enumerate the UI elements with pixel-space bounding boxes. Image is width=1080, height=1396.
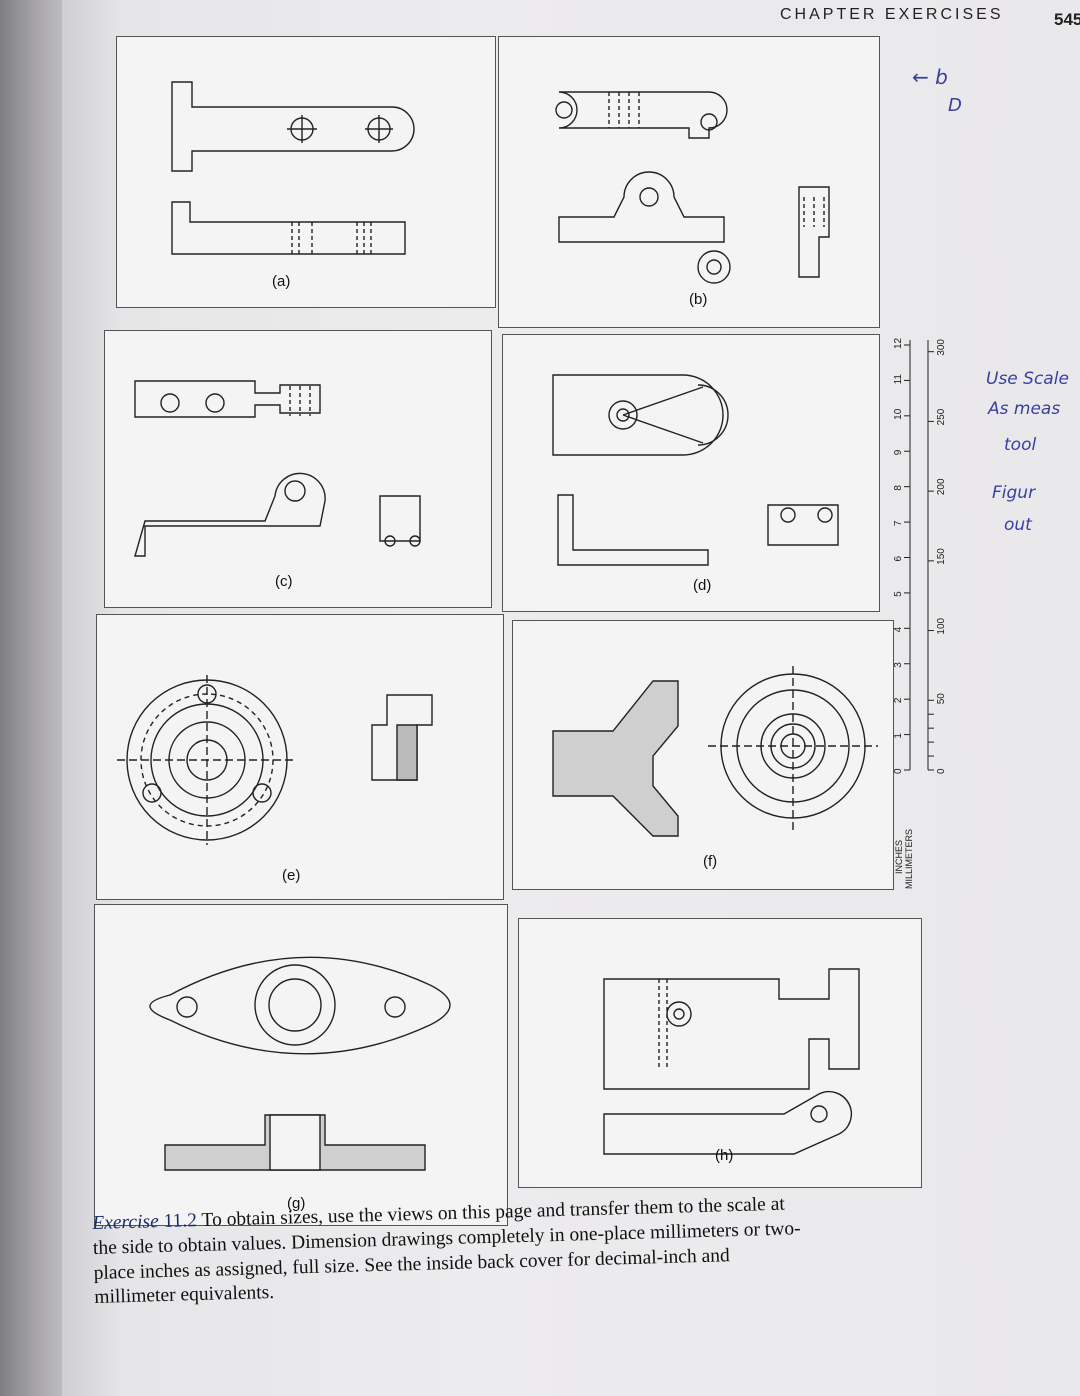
mm-tick-label: 200 — [936, 478, 947, 495]
inch-tick-label: 11 — [893, 374, 904, 385]
inch-tick-label: 9 — [893, 449, 904, 455]
drawing-d — [552, 374, 839, 566]
panel-label-d: (d) — [693, 577, 712, 594]
exercise-caption: Exercise 11.2 To obtain sizes, use the v… — [92, 1192, 814, 1311]
mm-tick-label: 50 — [936, 693, 947, 705]
inch-tick-label: 3 — [893, 662, 904, 668]
handwritten-note-top-2: D — [948, 95, 962, 116]
handwritten-side-note-4: Figur — [992, 483, 1036, 503]
chapter-header: CHAPTER EXERCISES — [780, 6, 1004, 23]
panel-c: (c) — [104, 330, 492, 608]
drawing-g — [149, 956, 451, 1171]
mm-tick-label: 250 — [936, 408, 947, 425]
drawing-h — [603, 968, 860, 1155]
handwritten-side-note-5: out — [1004, 515, 1032, 535]
inch-tick-label: 2 — [893, 697, 904, 703]
panel-f: (f) — [512, 620, 894, 890]
panel-a: (a) — [116, 36, 496, 308]
inch-tick-label: 5 — [893, 591, 904, 597]
inch-tick-label: 1 — [893, 733, 904, 739]
inch-tick-label: 8 — [893, 485, 904, 491]
mm-tick-label: 100 — [936, 617, 947, 634]
handwritten-side-note-2: As meas — [988, 399, 1061, 419]
inch-tick-label: 10 — [893, 408, 904, 420]
panel-label-a: (a) — [272, 273, 291, 290]
exercise-text: To obtain sizes, use the views on this p… — [92, 1193, 801, 1309]
page-number: 545 — [1054, 10, 1080, 29]
panel-label-e: (e) — [282, 867, 301, 884]
drawing-e — [117, 675, 433, 845]
drawing-b — [555, 91, 830, 284]
scale-inches-label: INCHES — [894, 840, 904, 874]
scale-mm-label: MILLIMETERS — [904, 829, 914, 889]
panel-label-h: (h) — [715, 1147, 734, 1164]
handwritten-side-note-3: tool — [1004, 435, 1037, 455]
panel-label-c: (c) — [275, 573, 293, 590]
inch-tick-label: 0 — [893, 768, 904, 774]
mm-tick-label: 300 — [936, 339, 947, 356]
panel-label-f: (f) — [703, 853, 718, 870]
panel-g: (g) — [94, 904, 508, 1226]
mm-tick-label: 150 — [936, 548, 947, 565]
book-gutter — [0, 0, 62, 1396]
panel-h: (h) — [518, 918, 922, 1188]
panel-label-g: (g) — [287, 1195, 306, 1212]
exercise-word: Exercise — [92, 1211, 159, 1234]
inch-tick-label: 4 — [893, 626, 904, 632]
mm-tick-label: 0 — [936, 768, 947, 774]
inch-tick-label: 12 — [893, 337, 904, 349]
drawing-a — [171, 81, 415, 255]
exercise-number: 11.2 — [163, 1210, 198, 1233]
inch-tick-label: 6 — [893, 556, 904, 562]
handwritten-side-note-1: Use Scale — [986, 369, 1069, 389]
panel-e: (e) — [96, 614, 504, 900]
handwritten-note-top: ← b — [912, 65, 948, 89]
drawing-f — [552, 666, 878, 837]
drawing-c — [134, 380, 421, 557]
panel-b: (b) — [498, 36, 880, 328]
panel-d: (d) — [502, 334, 880, 612]
panel-label-b: (b) — [689, 291, 708, 308]
inch-tick-label: 7 — [893, 520, 904, 526]
